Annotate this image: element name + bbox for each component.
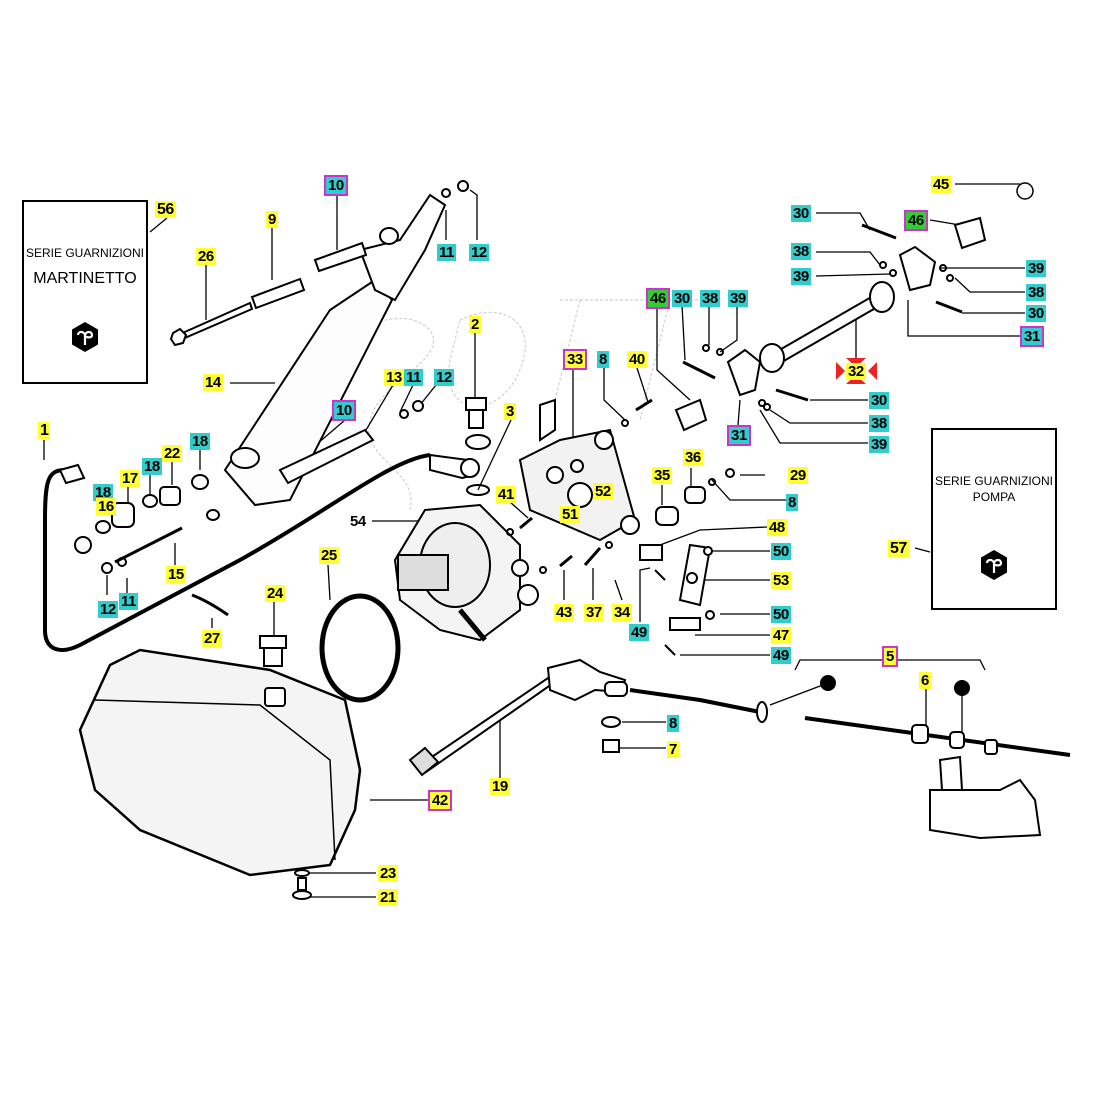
part-label-38[interactable]: 38 — [869, 415, 889, 432]
part-label-8[interactable]: 8 — [667, 715, 679, 732]
part-label-10[interactable]: 10 — [324, 175, 348, 196]
part-label-22[interactable]: 22 — [162, 445, 182, 462]
part-label-14[interactable]: 14 — [203, 374, 223, 391]
kit-name: MARTINETTO — [33, 270, 137, 287]
part-label-13[interactable]: 13 — [384, 369, 404, 386]
kit-box-pompa[interactable]: SERIE GUARNIZIONI POMPA — [931, 428, 1057, 610]
part-label-26[interactable]: 26 — [196, 248, 216, 265]
oil-tank — [78, 648, 362, 877]
part-label-23[interactable]: 23 — [378, 865, 398, 882]
part-label-39[interactable]: 39 — [728, 290, 748, 307]
part-label-12[interactable]: 12 — [434, 369, 454, 386]
part-label-18[interactable]: 18 — [93, 484, 113, 501]
part-label-37[interactable]: 37 — [584, 604, 604, 621]
part-label-11[interactable]: 11 — [404, 369, 423, 386]
part-label-47[interactable]: 47 — [771, 627, 791, 644]
part-label-39[interactable]: 39 — [791, 268, 811, 285]
part-label-50[interactable]: 50 — [771, 606, 791, 623]
part-label-34[interactable]: 34 — [612, 604, 632, 621]
bolt-26 — [176, 301, 254, 342]
part-label-29[interactable]: 29 — [788, 467, 808, 484]
part-label-43[interactable]: 43 — [554, 604, 574, 621]
kit-title: SERIE GUARNIZIONI — [25, 246, 144, 260]
part-label-1[interactable]: 1 — [38, 422, 51, 439]
part-label-24[interactable]: 24 — [265, 585, 285, 602]
pin-10-low — [278, 428, 375, 485]
part-label-30[interactable]: 30 — [1026, 305, 1046, 322]
part-drawings — [43, 180, 1071, 900]
part-label-56[interactable]: 56 — [155, 201, 176, 218]
part-label-21[interactable]: 21 — [378, 889, 398, 906]
part-label-33[interactable]: 33 — [563, 349, 587, 370]
part-label-15[interactable]: 15 — [166, 566, 186, 583]
part-label-25[interactable]: 25 — [319, 547, 339, 564]
part-label-6[interactable]: 6 — [919, 672, 931, 689]
part-label-5[interactable]: 5 — [882, 646, 898, 667]
part-label-11[interactable]: 11 — [437, 244, 456, 261]
part-label-12[interactable]: 12 — [469, 244, 489, 261]
rod-32 — [774, 290, 888, 364]
part-label-40[interactable]: 40 — [627, 351, 647, 368]
part-label-16[interactable]: 16 — [96, 498, 116, 515]
part-label-18[interactable]: 18 — [142, 458, 162, 475]
part-label-9[interactable]: 9 — [266, 211, 278, 228]
pin-9 — [250, 277, 306, 310]
part-label-7[interactable]: 7 — [667, 741, 679, 758]
part-label-38[interactable]: 38 — [700, 290, 720, 307]
part-label-48[interactable]: 48 — [767, 519, 787, 536]
part-label-50[interactable]: 50 — [771, 543, 791, 560]
part-label-38[interactable]: 38 — [1026, 284, 1046, 301]
part-label-31[interactable]: 31 — [1020, 326, 1044, 347]
part-label-8[interactable]: 8 — [786, 494, 798, 511]
part-label-3[interactable]: 3 — [504, 403, 516, 420]
part-label-18[interactable]: 18 — [190, 433, 210, 450]
part-label-38[interactable]: 38 — [791, 243, 811, 260]
part-label-8[interactable]: 8 — [597, 351, 609, 368]
part-label-17[interactable]: 17 — [120, 470, 140, 487]
part-label-39[interactable]: 39 — [869, 436, 889, 453]
part-label-54[interactable]: 54 — [350, 513, 366, 530]
piaggio-logo-icon — [72, 322, 98, 352]
oil-pipe — [43, 453, 431, 652]
part-label-27[interactable]: 27 — [202, 630, 222, 647]
part-label-11[interactable]: 11 — [119, 593, 138, 610]
cable-5 — [629, 688, 761, 714]
piaggio-logo-icon — [981, 550, 1007, 580]
part-label-19[interactable]: 19 — [490, 778, 510, 795]
part-label-36[interactable]: 36 — [683, 449, 703, 466]
part-label-49[interactable]: 49 — [629, 624, 649, 641]
part-label-30[interactable]: 30 — [672, 290, 692, 307]
part-label-51[interactable]: 51 — [560, 506, 580, 523]
part-label-10[interactable]: 10 — [332, 400, 356, 421]
part-label-39[interactable]: 39 — [1026, 260, 1046, 277]
part-label-46[interactable]: 46 — [904, 210, 928, 231]
kit-name: POMPA — [972, 490, 1016, 504]
lever-19 — [418, 676, 554, 774]
part-label-46[interactable]: 46 — [646, 288, 670, 309]
part-label-42[interactable]: 42 — [428, 790, 452, 811]
part-label-41[interactable]: 41 — [496, 486, 516, 503]
kit-box-martinetto[interactable]: SERIE GUARNIZIONI MARTINETTO — [22, 200, 148, 384]
part-label-30[interactable]: 30 — [869, 392, 889, 409]
part-label-32[interactable]: 32 — [846, 363, 866, 380]
kit-title: SERIE GUARNIZIONI — [934, 474, 1053, 488]
pin-10-top — [313, 241, 368, 273]
part-label-52[interactable]: 52 — [593, 483, 613, 500]
part-label-2[interactable]: 2 — [469, 316, 481, 333]
gasket-25 — [319, 593, 401, 703]
part-label-31[interactable]: 31 — [727, 425, 751, 446]
part-label-12[interactable]: 12 — [98, 601, 118, 618]
part-label-35[interactable]: 35 — [652, 467, 672, 484]
part-label-53[interactable]: 53 — [771, 572, 791, 589]
jack-cylinder — [223, 278, 394, 507]
part-label-49[interactable]: 49 — [771, 647, 791, 664]
part-label-30[interactable]: 30 — [791, 205, 811, 222]
part-label-45[interactable]: 45 — [931, 176, 951, 193]
part-label-57[interactable]: 57 — [888, 540, 909, 557]
